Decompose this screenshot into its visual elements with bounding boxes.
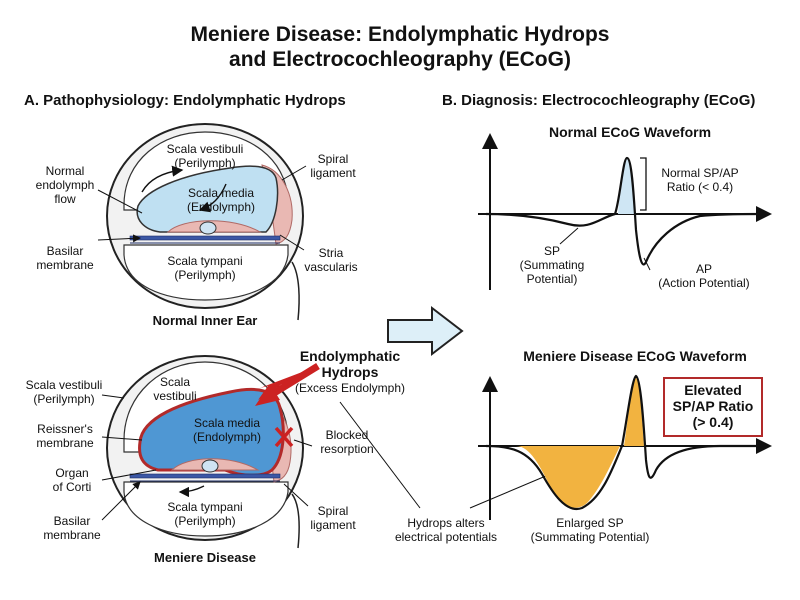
hydrops-subtitle: (Excess Endolymph) <box>294 381 406 395</box>
normal-ecog-title: Normal ECoG Waveform <box>548 124 712 140</box>
panel-b-heading: B. Diagnosis: Electrocochleography (ECoG… <box>442 92 756 109</box>
main-title-line2: and Electrocochleography (ECoG) <box>229 48 571 71</box>
disease-ecog-title: Meniere Disease ECoG Waveform <box>523 348 747 364</box>
panel-a-heading: A. Pathophysiology: Endolymphatic Hydrop… <box>24 92 346 109</box>
disease-scala-tympani <box>123 481 289 537</box>
normal-scala-tympani <box>123 244 289 301</box>
normal-scala-media <box>136 165 279 233</box>
normal-scala-vestibuli-label: Scala vestibuli(Perilymph) <box>166 142 244 170</box>
enlarged-sp-label: Enlarged SP(Summating Potential) <box>530 516 650 544</box>
blocked-resorption-x-icon <box>274 426 294 448</box>
disease-waveform-trace <box>485 374 762 511</box>
disease-scala-media-label: Scala media(Endolymph) <box>192 416 262 444</box>
disease-scala-media-distended <box>138 387 285 477</box>
normal-scala-tympani-label: Scala tympani(Perilymph) <box>167 254 243 282</box>
main-title-line1: Meniere Disease: Endolymphatic Hydrops <box>190 23 610 46</box>
transition-arrow-icon <box>387 305 464 357</box>
normal-cochlea-diagram <box>97 123 307 321</box>
enlarged-sp-area <box>516 446 620 508</box>
elevated-ratio-box <box>663 377 763 437</box>
disease-scala-vestibuli-left-label: Scala vestibuli(Perilymph) <box>25 378 103 406</box>
normal-scala-media-label: Scala media(Endolymph) <box>186 186 256 214</box>
disease-basilar-membrane <box>129 473 281 479</box>
normal-ecog-chart <box>478 133 772 290</box>
normal-ap-label: AP(Action Potential) <box>658 262 750 290</box>
normal-basilar-membrane <box>129 235 281 241</box>
ap-peak-area <box>624 378 644 446</box>
normal-waveform-trace <box>485 156 761 266</box>
disease-caption: Meniere Disease <box>154 550 256 565</box>
normal-caption: Normal Inner Ear <box>152 313 258 328</box>
disease-ecog-chart <box>478 374 772 520</box>
disease-cochlea-diagram <box>101 355 561 549</box>
disease-scala-tympani-label: Scala tympani(Perilymph) <box>167 500 243 528</box>
